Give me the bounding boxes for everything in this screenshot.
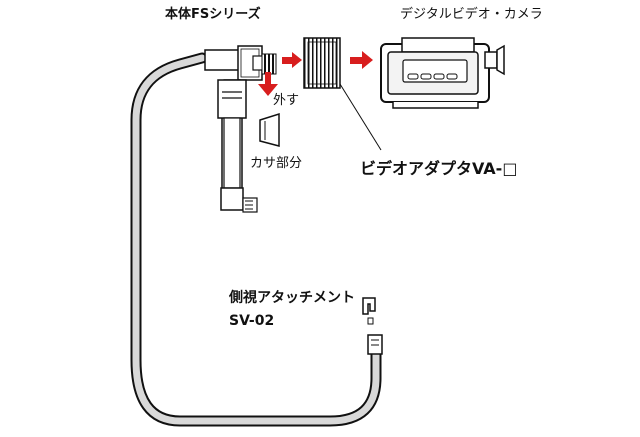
- fiberscope-cable: [130, 52, 382, 427]
- adapter-icon: [303, 37, 341, 89]
- arrow-to-camera: [350, 51, 373, 69]
- hood-icon: [259, 112, 280, 147]
- adapter-leader-line: [339, 83, 382, 151]
- arrow-to-adapter: [282, 52, 302, 68]
- scope-shaft: [217, 79, 258, 213]
- remove-label: 外す: [273, 93, 300, 108]
- body-series-label: 本体FSシリーズ: [165, 7, 261, 22]
- adapter-label: ビデオアダプタVA-□: [360, 159, 518, 178]
- camera-icon: [380, 37, 505, 109]
- cable-tip: [367, 334, 383, 355]
- remove-arrow: [258, 72, 278, 96]
- side-view-attachment-icon: [362, 297, 376, 325]
- attachment-label: 側視アタッチメント: [229, 290, 355, 306]
- hood-label: カサ部分: [250, 156, 303, 171]
- attachment-model-label: SV-02: [229, 313, 275, 329]
- fiberscope-cable-core: [132, 54, 380, 425]
- scope-body: [204, 45, 277, 81]
- camera-label: デジタルビデオ・カメラ: [400, 7, 543, 22]
